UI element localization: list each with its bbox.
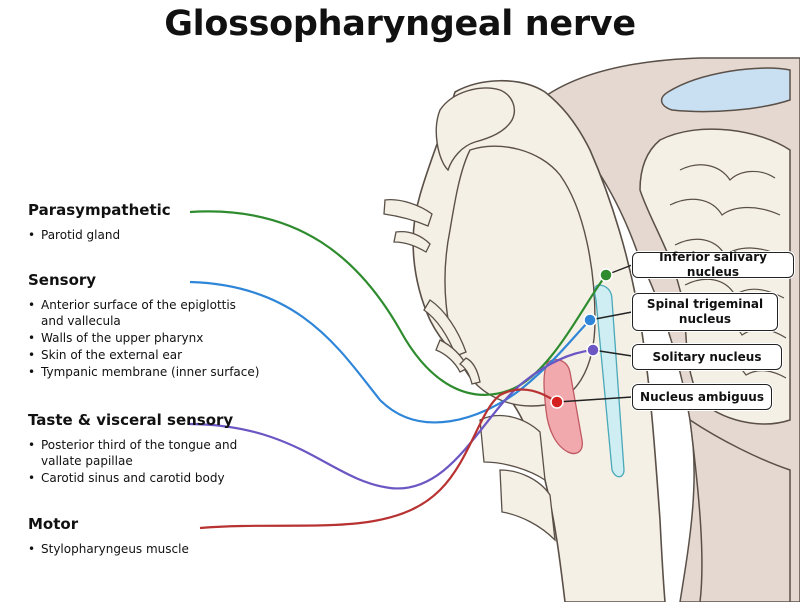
nerve-roots bbox=[383, 199, 481, 385]
list-item: Parotid gland bbox=[28, 228, 288, 244]
motor-title: Motor bbox=[28, 515, 79, 533]
list-item: Anterior surface of the epiglottis and v… bbox=[28, 298, 261, 329]
sensory-fiber bbox=[189, 280, 591, 424]
motor-list: Stylopharyngeus muscle bbox=[28, 542, 288, 558]
taste-section: Taste & visceral sensory Posterior third… bbox=[28, 411, 288, 488]
taste-title: Taste & visceral sensory bbox=[28, 411, 234, 429]
sensory-section: Sensory Anterior surface of the epiglott… bbox=[28, 271, 288, 382]
list-item: Posterior third of the tongue and vallat… bbox=[28, 438, 241, 469]
parasympathetic-list: Parotid gland bbox=[28, 228, 288, 244]
taste-list: Posterior third of the tongue and vallat… bbox=[28, 438, 288, 486]
taste-fiber bbox=[189, 348, 594, 490]
parasympathetic-title: Parasympathetic bbox=[28, 201, 171, 219]
list-item: Carotid sinus and carotid body bbox=[28, 471, 288, 487]
ambiguus-dot bbox=[550, 395, 564, 409]
solitary-dot bbox=[586, 343, 600, 357]
inferior-salivary-label: Inferior salivary nucleus bbox=[632, 250, 794, 279]
spinal-trigeminal-label: Spinal trigeminal nucleus bbox=[632, 293, 778, 331]
inferior-salivary-dot bbox=[599, 268, 613, 282]
sensory-title: Sensory bbox=[28, 271, 97, 289]
list-item: Walls of the upper pharynx bbox=[28, 331, 288, 347]
motor-section: Motor Stylopharyngeus muscle bbox=[28, 515, 288, 559]
list-item: Stylopharyngeus muscle bbox=[28, 542, 288, 558]
page-title: Glossopharyngeal nerve bbox=[164, 4, 636, 44]
ventricle bbox=[660, 67, 791, 113]
parasympathetic-section: Parasympathetic Parotid gland bbox=[28, 201, 288, 245]
midbrain bbox=[435, 87, 516, 172]
vertebral-structures bbox=[479, 414, 546, 482]
sensory-list: Anterior surface of the epiglottis and v… bbox=[28, 298, 288, 380]
parasympathetic-fiber bbox=[189, 210, 607, 396]
motor-fiber bbox=[199, 388, 558, 530]
vertebral-structures-2 bbox=[499, 469, 556, 542]
solitary-label: Solitary nucleus bbox=[632, 344, 782, 370]
list-item: Skin of the external ear bbox=[28, 348, 288, 364]
spinal-trigeminal-dot bbox=[583, 313, 597, 327]
ambiguus-label: Nucleus ambiguus bbox=[632, 384, 772, 410]
list-item: Tympanic membrane (inner surface) bbox=[28, 365, 288, 381]
